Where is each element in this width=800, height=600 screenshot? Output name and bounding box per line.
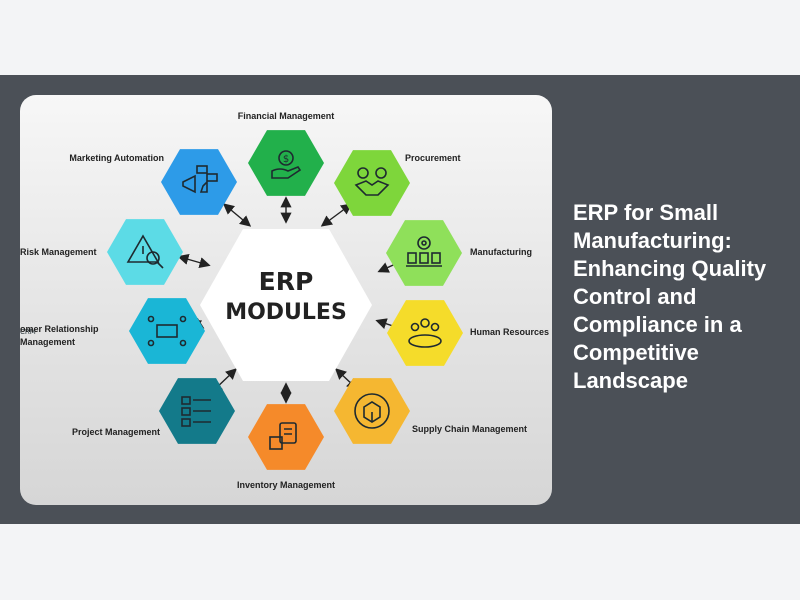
warning-magnifier-icon: [126, 234, 164, 269]
module-label: Supply Chain Management: [412, 424, 527, 434]
connector-arrow: [320, 203, 353, 227]
erp-modules-diagram: ERP MODULES $ Financial ManagementProcure…: [20, 111, 549, 490]
module-hexagon: [248, 130, 324, 196]
module-label: Inventory Management: [237, 480, 335, 490]
module-label: Financial Management: [238, 111, 335, 121]
module-node: Inventory Management: [237, 404, 335, 490]
crm-icon: CRM: [20, 315, 187, 347]
module-label: Manufacturing: [470, 247, 532, 257]
connector-arrow: [177, 253, 211, 269]
module-label: Marketing Automation: [69, 153, 164, 163]
module-hexagon: [334, 150, 410, 216]
megaphone-icon: [182, 165, 218, 194]
module-hexagon: [129, 298, 205, 364]
module-hexagon: [161, 149, 237, 215]
center-title-line1: ERP: [259, 267, 314, 296]
money-hand-icon: $: [271, 150, 302, 179]
module-label-line2: Management: [20, 337, 75, 347]
article-headline: ERP for Small Manufacturing: Enhancing Q…: [573, 200, 767, 393]
connector-arrow: [222, 203, 252, 227]
center-hexagon: ERP MODULES: [200, 229, 372, 381]
checklist-icon: [181, 396, 211, 427]
module-label: Project Management: [72, 427, 160, 437]
module-node: Procurement: [334, 150, 461, 216]
module-node: Manufacturing: [386, 220, 532, 286]
module-node: $ Financial Management: [238, 111, 335, 196]
module-label: Procurement: [405, 153, 461, 163]
module-node: Marketing Automation: [69, 149, 237, 215]
package-cycle-icon: [354, 393, 390, 429]
module-hexagon: [248, 404, 324, 470]
module-label: omer Relationship: [20, 324, 99, 334]
module-node: Human Resources: [387, 300, 549, 366]
module-hexagon: [387, 300, 463, 366]
clipboard-box-icon: [269, 422, 297, 450]
module-node: Supply Chain Management: [334, 378, 527, 444]
svg-text:CRM: CRM: [20, 328, 36, 336]
module-hexagon: [107, 219, 183, 285]
module-label: Risk Management: [20, 247, 97, 257]
handshake-icon: [354, 167, 390, 196]
module-label: Human Resources: [470, 327, 549, 337]
module-node: Risk Management: [20, 219, 183, 285]
module-hexagon: [334, 378, 410, 444]
factory-gear-icon: [406, 236, 442, 267]
module-node: Project Management: [72, 378, 235, 444]
svg-text:$: $: [283, 154, 289, 165]
center-title-line2: MODULES: [225, 300, 347, 325]
connector-arrows: [177, 196, 405, 404]
team-icon: [408, 318, 442, 348]
